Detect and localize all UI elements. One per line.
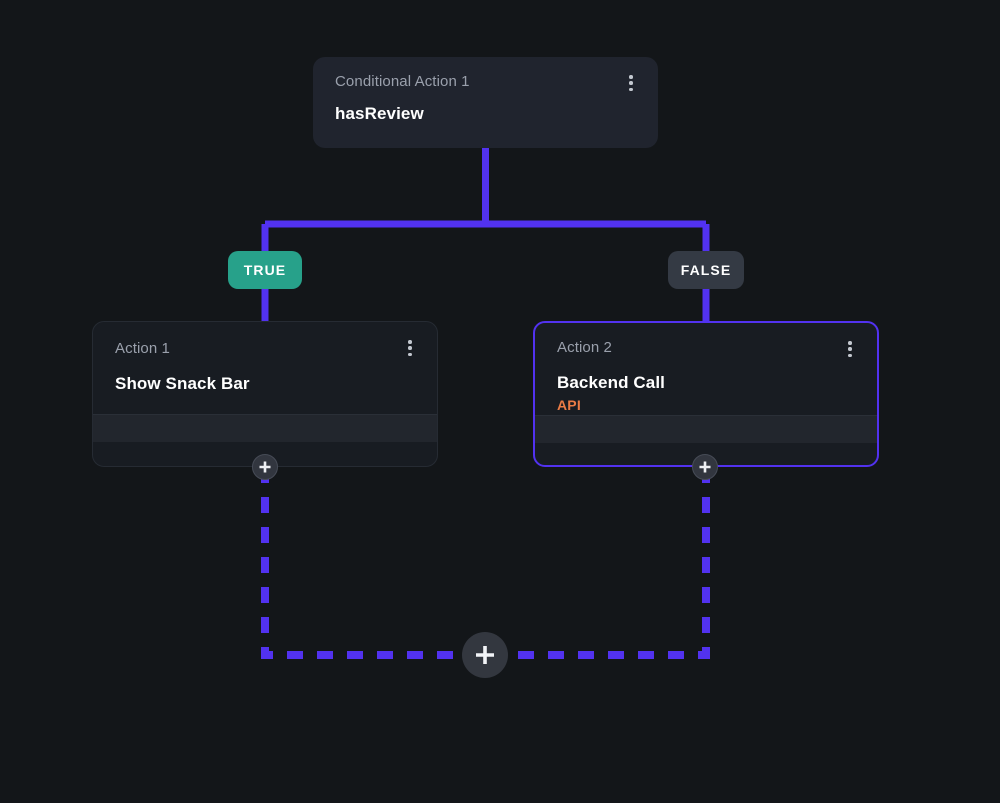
- kebab-dot: [408, 340, 412, 344]
- node-subtitle: Conditional Action 1: [335, 73, 470, 90]
- plus-icon: [476, 646, 494, 664]
- node-action-2[interactable]: Action 2 Backend Call API: [533, 321, 879, 467]
- branch-label-true[interactable]: TRUE: [228, 251, 302, 289]
- node-body: Action 2 Backend Call API: [535, 323, 877, 415]
- kebab-menu-icon[interactable]: [841, 339, 859, 359]
- kebab-menu-icon[interactable]: [401, 338, 419, 358]
- wire-merge-left-dashed: [261, 467, 485, 659]
- node-conditional-action-1[interactable]: Conditional Action 1 hasReview: [313, 57, 658, 148]
- node-action-1[interactable]: Action 1 Show Snack Bar: [92, 321, 438, 467]
- node-subtitle: Action 1: [115, 340, 170, 357]
- node-title: hasReview: [335, 104, 424, 123]
- node-body: Action 1 Show Snack Bar: [93, 322, 437, 414]
- kebab-dot: [629, 87, 633, 91]
- kebab-dot: [629, 75, 633, 79]
- node-title: Show Snack Bar: [115, 374, 250, 393]
- kebab-dot: [848, 353, 852, 357]
- branch-label-false[interactable]: FALSE: [668, 251, 744, 289]
- plus-icon: [699, 461, 711, 473]
- kebab-menu-icon[interactable]: [622, 73, 640, 93]
- kebab-dot: [629, 81, 633, 85]
- wire-merge-right-dashed: [485, 467, 710, 659]
- add-node-button-merge[interactable]: [462, 632, 508, 678]
- kebab-dot: [848, 347, 852, 351]
- kebab-dot: [408, 352, 412, 356]
- node-title: Backend Call: [557, 373, 665, 392]
- node-subtitle: Action 2: [557, 339, 612, 356]
- node-tag-api: API: [557, 397, 581, 413]
- node-body: Conditional Action 1 hasReview: [313, 57, 658, 140]
- add-node-button-action2[interactable]: [692, 454, 718, 480]
- node-footer: [535, 415, 877, 443]
- kebab-dot: [848, 341, 852, 345]
- add-node-button-action1[interactable]: [252, 454, 278, 480]
- plus-icon: [259, 461, 271, 473]
- node-footer: [93, 414, 437, 442]
- kebab-dot: [408, 346, 412, 350]
